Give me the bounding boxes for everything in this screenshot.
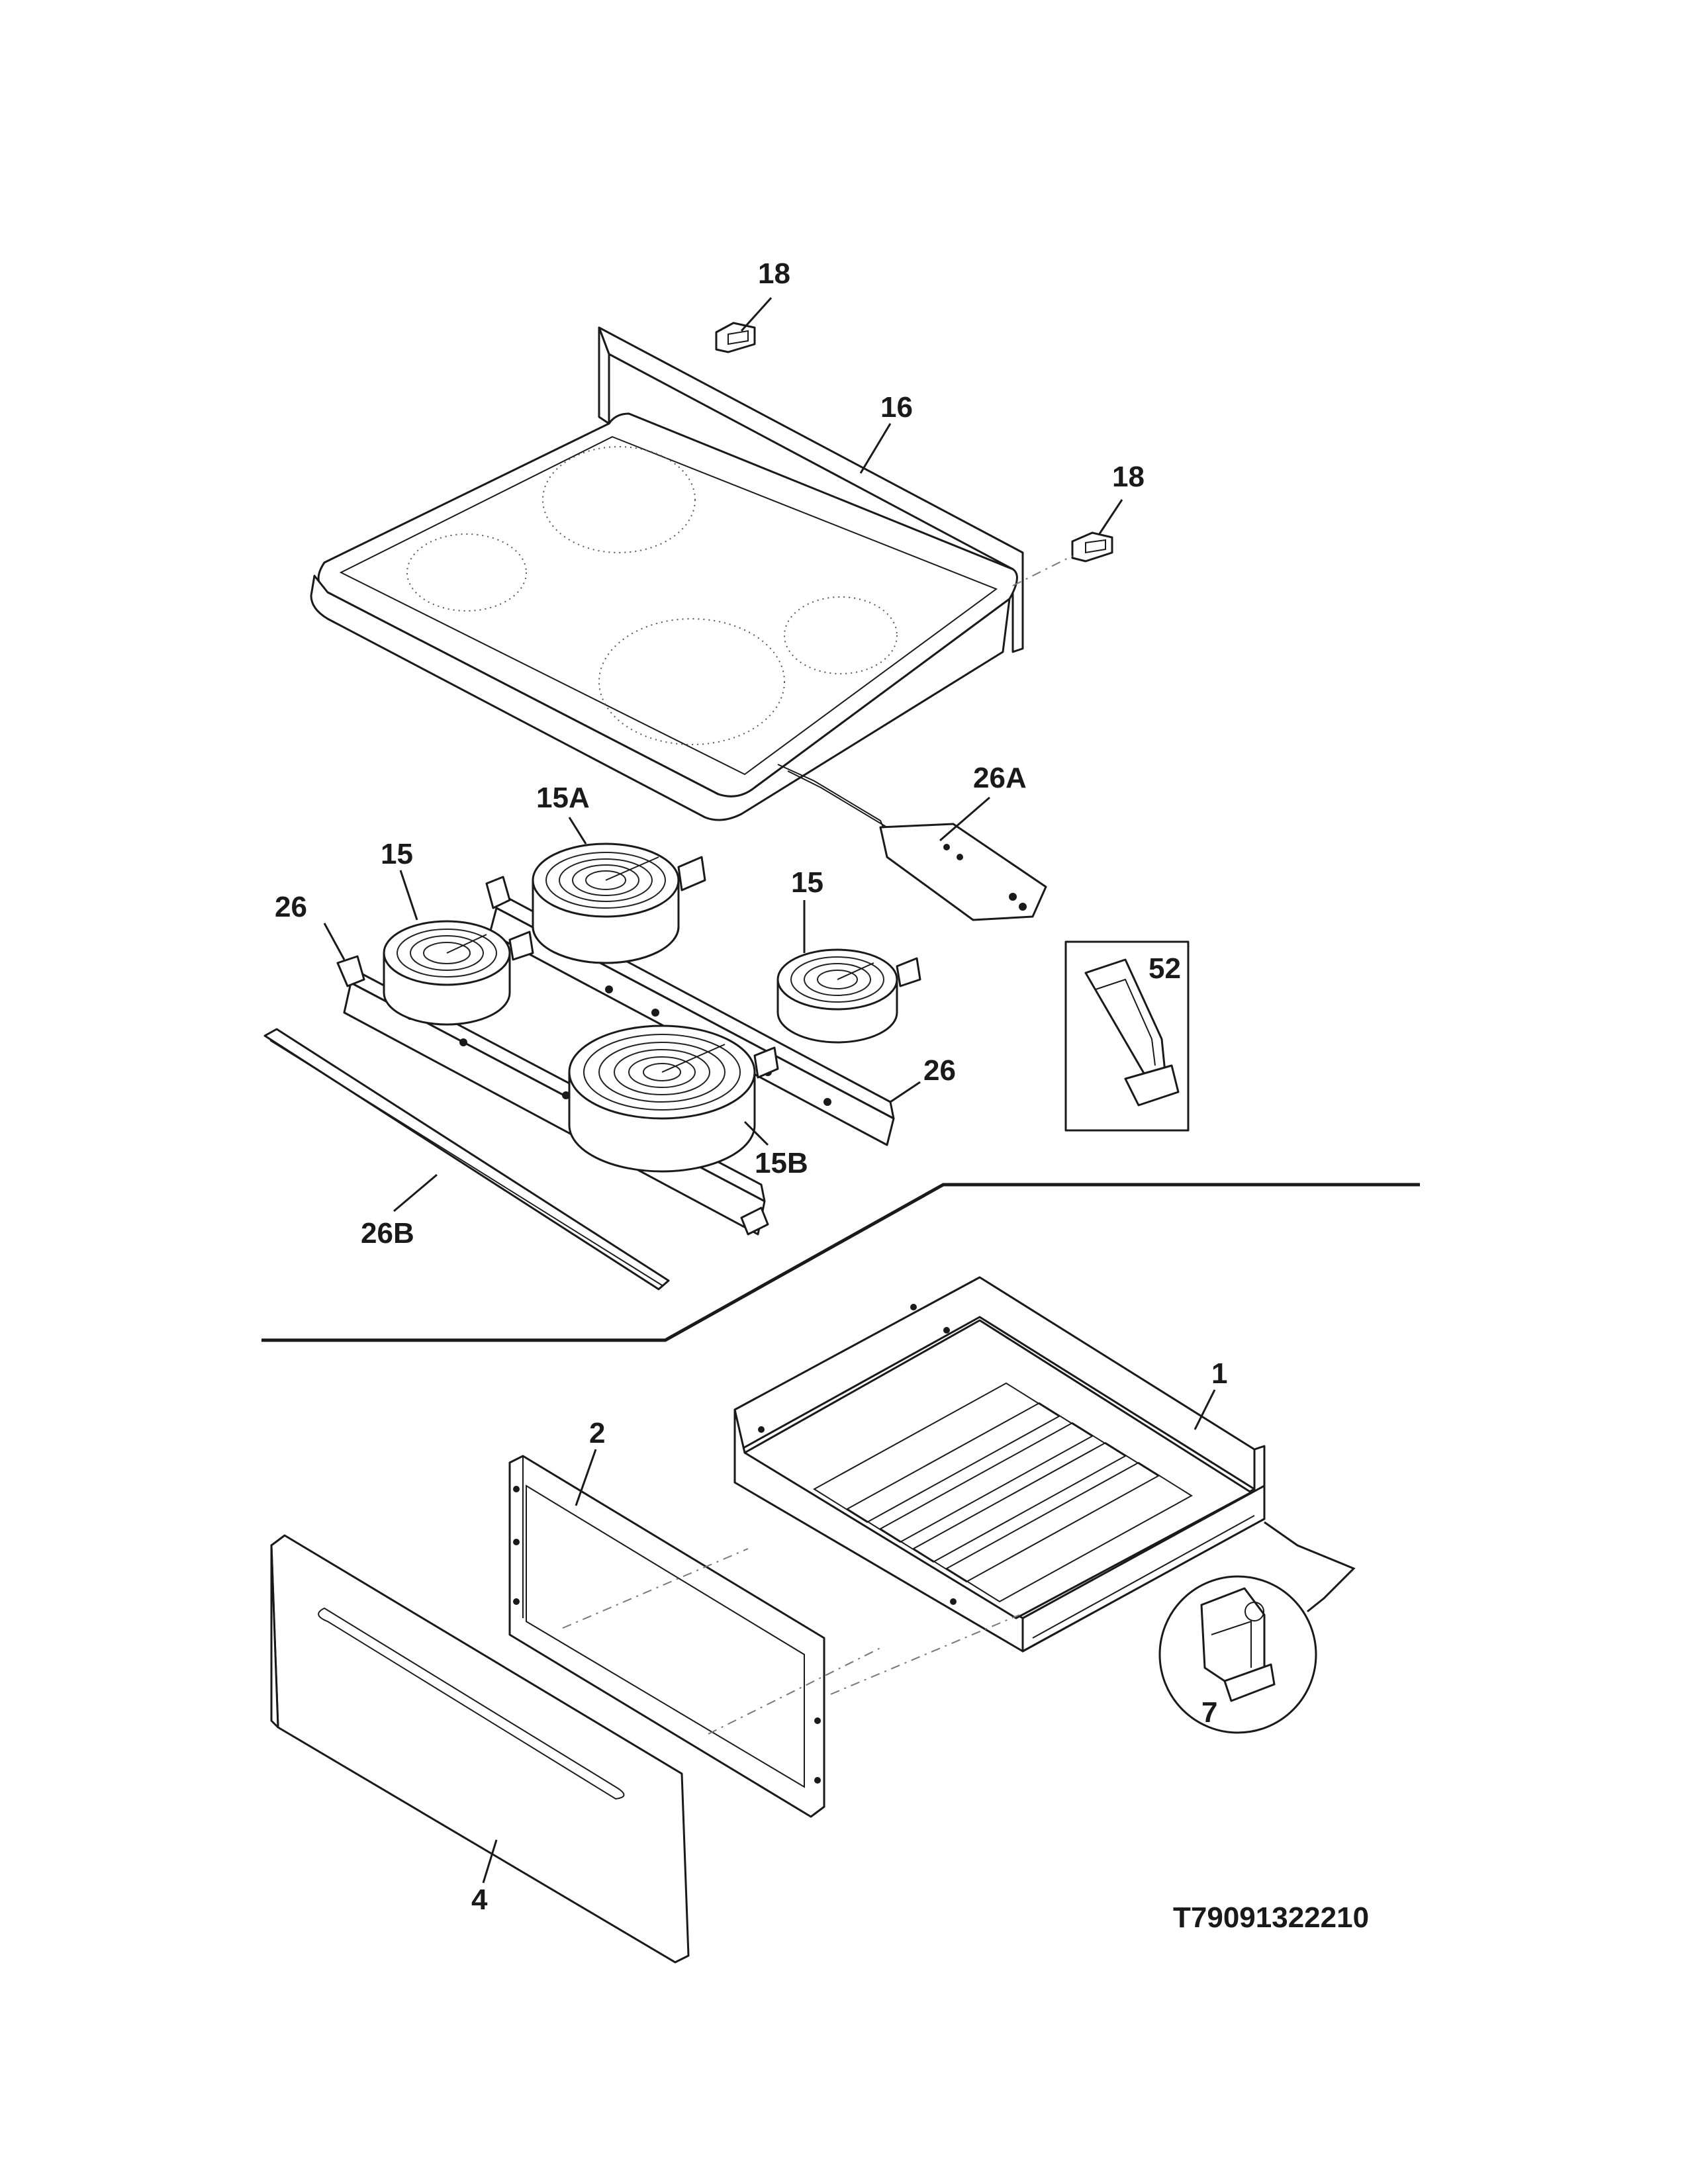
callout-2: 2 — [589, 1417, 605, 1449]
section-divider-line — [261, 1183, 1420, 1342]
surface-element-15B — [568, 1024, 779, 1173]
callout-26B: 26B — [361, 1217, 414, 1250]
callout-18-left: 18 — [758, 257, 790, 290]
surface-element-15A — [532, 842, 706, 964]
leader-lines — [323, 296, 1216, 1884]
callout-26A: 26A — [973, 762, 1027, 794]
cooktop-clip-rear-left — [715, 322, 756, 353]
callout-15A: 15A — [536, 782, 590, 814]
drawer-front-panel — [270, 1534, 690, 1964]
callout-52: 52 — [1149, 952, 1181, 985]
surface-element-left — [383, 920, 534, 1026]
drawer-body — [733, 1276, 1266, 1653]
cooktop-clip-rear-right — [1071, 531, 1113, 563]
callout-18-right: 18 — [1112, 461, 1145, 493]
terminal-block-bracket — [777, 764, 1047, 921]
cooktop-glass-top — [310, 326, 1024, 821]
callout-7: 7 — [1201, 1696, 1217, 1729]
detail-inset-7 — [1158, 1521, 1356, 1734]
callout-1: 1 — [1211, 1357, 1227, 1390]
callout-26-right: 26 — [923, 1054, 956, 1087]
detail-inset-52 — [1064, 940, 1190, 1132]
callout-15B: 15B — [755, 1147, 808, 1179]
front-trim-strip — [263, 1028, 670, 1291]
callout-4: 4 — [471, 1884, 488, 1916]
callout-26-left: 26 — [275, 891, 307, 923]
drawing-code: T79091322210 — [1173, 1901, 1369, 1934]
callout-15-right: 15 — [791, 866, 823, 899]
callout-15-left: 15 — [381, 838, 413, 870]
drawer-inner-panel — [508, 1455, 825, 1818]
surface-element-right — [776, 948, 921, 1044]
callout-16: 16 — [880, 391, 913, 424]
